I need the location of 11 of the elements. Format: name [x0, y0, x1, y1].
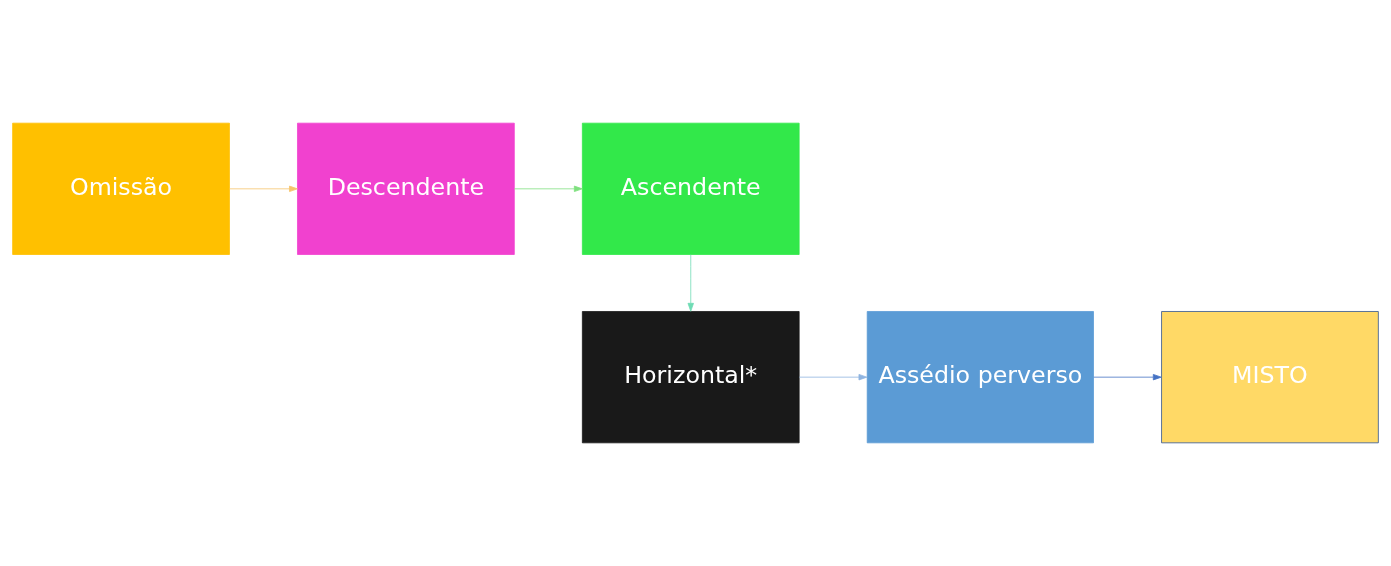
- node-box: Ascendente: [581, 122, 800, 255]
- arrow: [229, 185, 298, 192]
- node-box: Horizontal*: [581, 311, 800, 444]
- node-box: Assédio perverso: [866, 311, 1094, 444]
- node-box: MISTO: [1161, 311, 1379, 444]
- node-box: Descendente: [297, 122, 515, 255]
- arrow: [1093, 374, 1162, 381]
- node-box: Omissão: [12, 122, 230, 255]
- arrow: [687, 254, 694, 312]
- arrow: [514, 185, 583, 192]
- arrow: [798, 374, 868, 381]
